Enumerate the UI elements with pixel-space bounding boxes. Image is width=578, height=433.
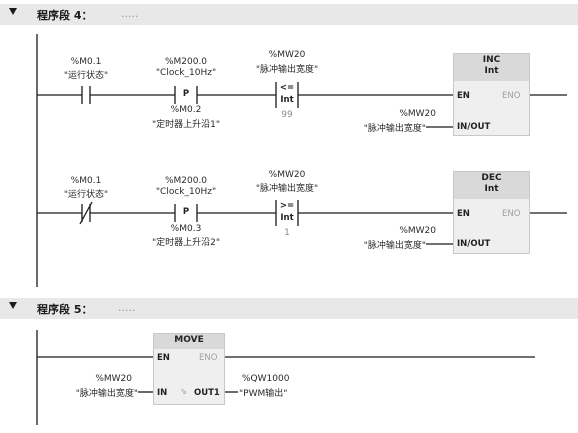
segment-5-title: 程序段 5： [37, 303, 93, 316]
in-out-pin[interactable]: IN/OUT [457, 122, 491, 132]
compare-operator[interactable]: >= [279, 201, 295, 211]
dec-type[interactable]: Int [484, 184, 499, 194]
compare-address: %MW20 [268, 170, 306, 180]
compare-value: 1 [284, 228, 290, 238]
segment-4-header[interactable]: 程序段 4： ..... [0, 4, 578, 25]
compare-value: 99 [281, 110, 293, 120]
collapse-arrow-icon[interactable] [9, 8, 17, 15]
segment-4-comment[interactable]: ..... [121, 7, 139, 20]
contact-name: "运行状态" [63, 190, 109, 200]
in-out-pin[interactable]: IN/OUT [457, 239, 491, 249]
p-contact-name: "Clock_10Hz" [155, 187, 217, 197]
contact-address: %M0.1 [70, 176, 102, 186]
inc-type[interactable]: Int [484, 66, 499, 76]
edge-memory-address: %M0.2 [170, 105, 202, 115]
move-box-header: MOVE [154, 334, 224, 349]
edge-memory-name: "定时器上升沿2" [151, 238, 221, 248]
en-pin[interactable]: EN [457, 209, 470, 219]
contact-address: %M0.1 [70, 57, 102, 67]
edge-memory-name: "定时器上升沿1" [151, 120, 221, 130]
dec-box[interactable]: DEC Int EN ENO IN/OUT [453, 171, 530, 254]
inc-operand-address: %MW20 [399, 109, 436, 119]
compare-operator[interactable]: <= [279, 83, 295, 93]
in-pin[interactable]: IN [157, 388, 168, 398]
compare-name: "脉冲输出宽度" [255, 184, 319, 194]
en-pin[interactable]: EN [457, 91, 470, 101]
move-in-address: %MW20 [95, 374, 132, 384]
move-box[interactable]: MOVE EN ENO IN ⇘ OUT1 [153, 333, 225, 405]
p-contact-address: %M200.0 [164, 176, 208, 186]
out1-pin[interactable]: OUT1 [194, 388, 220, 398]
out-marker-icon: ⇘ [180, 387, 188, 397]
dec-title: DEC [481, 173, 502, 183]
p-contact-address: %M200.0 [164, 57, 208, 67]
move-title: MOVE [174, 335, 204, 345]
p-contact-symbol[interactable]: P [182, 207, 190, 217]
segment-4-title: 程序段 4： [37, 9, 93, 22]
normally-open-contact[interactable] [78, 84, 94, 106]
inc-operand-name: "脉冲输出宽度" [363, 124, 426, 134]
segment-5-header[interactable]: 程序段 5： ..... [0, 298, 578, 319]
compare-type[interactable]: Int [280, 95, 294, 105]
contact-nc-slash [79, 201, 93, 225]
contact-name: "运行状态" [63, 71, 109, 81]
dec-operand-address: %MW20 [399, 226, 436, 236]
eno-pin[interactable]: ENO [502, 209, 521, 219]
collapse-arrow-icon[interactable] [9, 302, 17, 309]
normally-closed-contact[interactable] [78, 202, 94, 224]
move-out-address: %QW1000 [242, 374, 290, 384]
eno-pin[interactable]: ENO [199, 353, 218, 363]
inc-box-header: INC Int [454, 54, 529, 81]
move-out-name: "PWM输出" [239, 389, 288, 399]
p-contact-name: "Clock_10Hz" [155, 68, 217, 78]
en-pin[interactable]: EN [157, 353, 170, 363]
dec-box-header: DEC Int [454, 172, 529, 199]
move-in-name: "脉冲输出宽度" [75, 389, 138, 399]
compare-name: "脉冲输出宽度" [255, 65, 319, 75]
eno-pin[interactable]: ENO [502, 91, 521, 101]
inc-box[interactable]: INC Int EN ENO IN/OUT [453, 53, 530, 136]
compare-address: %MW20 [268, 50, 306, 60]
dec-operand-name: "脉冲输出宽度" [363, 241, 426, 251]
inc-title: INC [482, 55, 501, 65]
edge-memory-address: %M0.3 [170, 224, 202, 234]
compare-type[interactable]: Int [280, 213, 294, 223]
p-contact-symbol[interactable]: P [182, 89, 190, 99]
segment-5-comment[interactable]: ..... [118, 301, 136, 314]
